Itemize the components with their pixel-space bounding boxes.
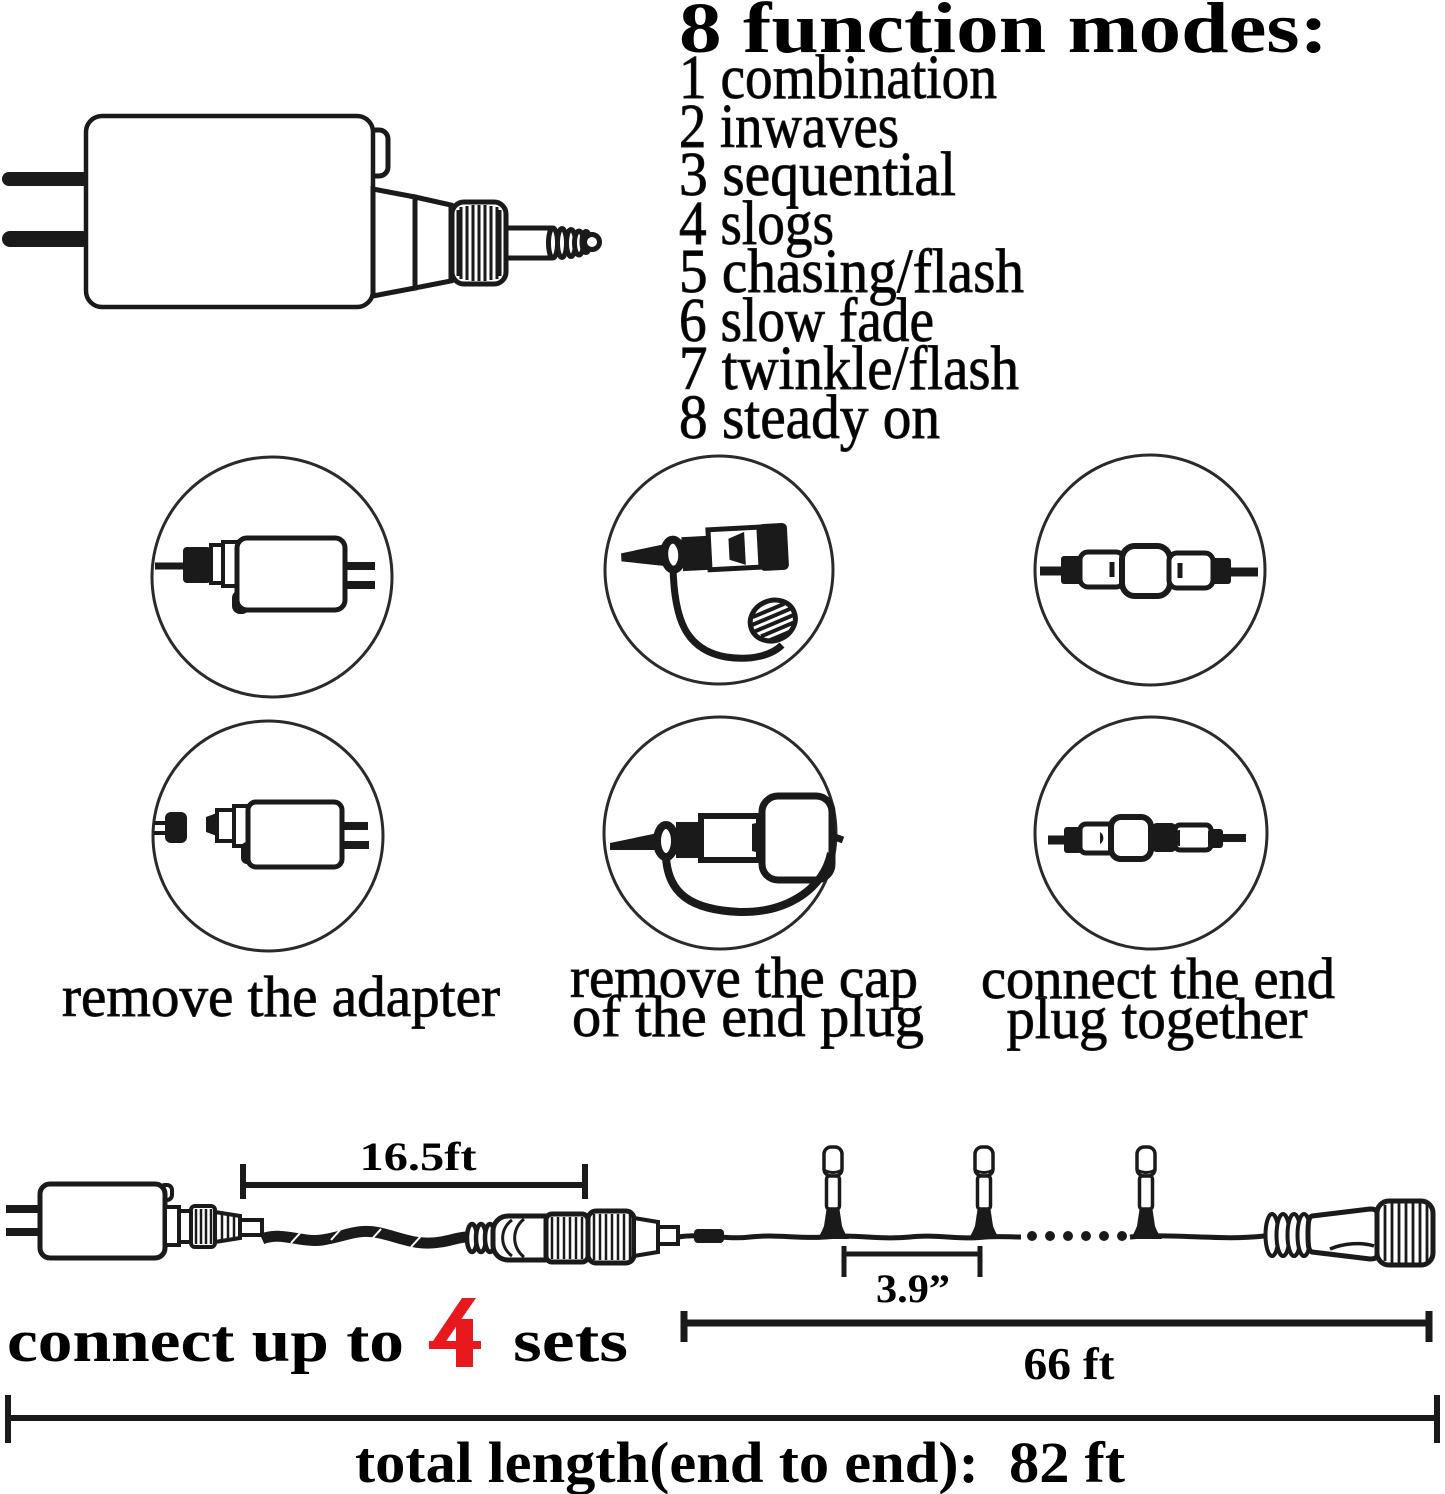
svg-text:2 inwaves: 2 inwaves [679,93,899,161]
svg-text:remove the cap: remove the cap [570,945,918,1010]
svg-text:8 steady on: 8 steady on [679,384,940,452]
svg-text:remove the adapter: remove the adapter [62,964,500,1029]
svg-text:3 sequential: 3 sequential [679,141,956,209]
svg-text:66 ft: 66 ft [1024,1338,1116,1389]
svg-text:plug together: plug together [1007,986,1308,1051]
svg-text:3.9”: 3.9” [876,1266,950,1311]
svg-text:4 slogs: 4 slogs [679,190,834,258]
svg-text:7 twinkle/flash: 7 twinkle/flash [679,335,1019,403]
svg-text:connect up to: connect up to [7,1308,404,1374]
svg-text:5 chasing/flash: 5 chasing/flash [679,238,1024,306]
svg-text:1 combination: 1 combination [679,44,997,112]
svg-text:6 slow fade: 6 slow fade [679,287,934,355]
svg-text:total length(end to end): 82: total length(end to end): 82 ft [355,1430,1126,1494]
svg-text:16.5ft: 16.5ft [360,1134,478,1179]
svg-text:of the end plug: of the end plug [572,984,924,1049]
svg-text:connect the end: connect the end [981,946,1335,1011]
svg-text:8 function modes:: 8 function modes: [679,0,1328,68]
svg-text:sets: sets [513,1308,628,1374]
